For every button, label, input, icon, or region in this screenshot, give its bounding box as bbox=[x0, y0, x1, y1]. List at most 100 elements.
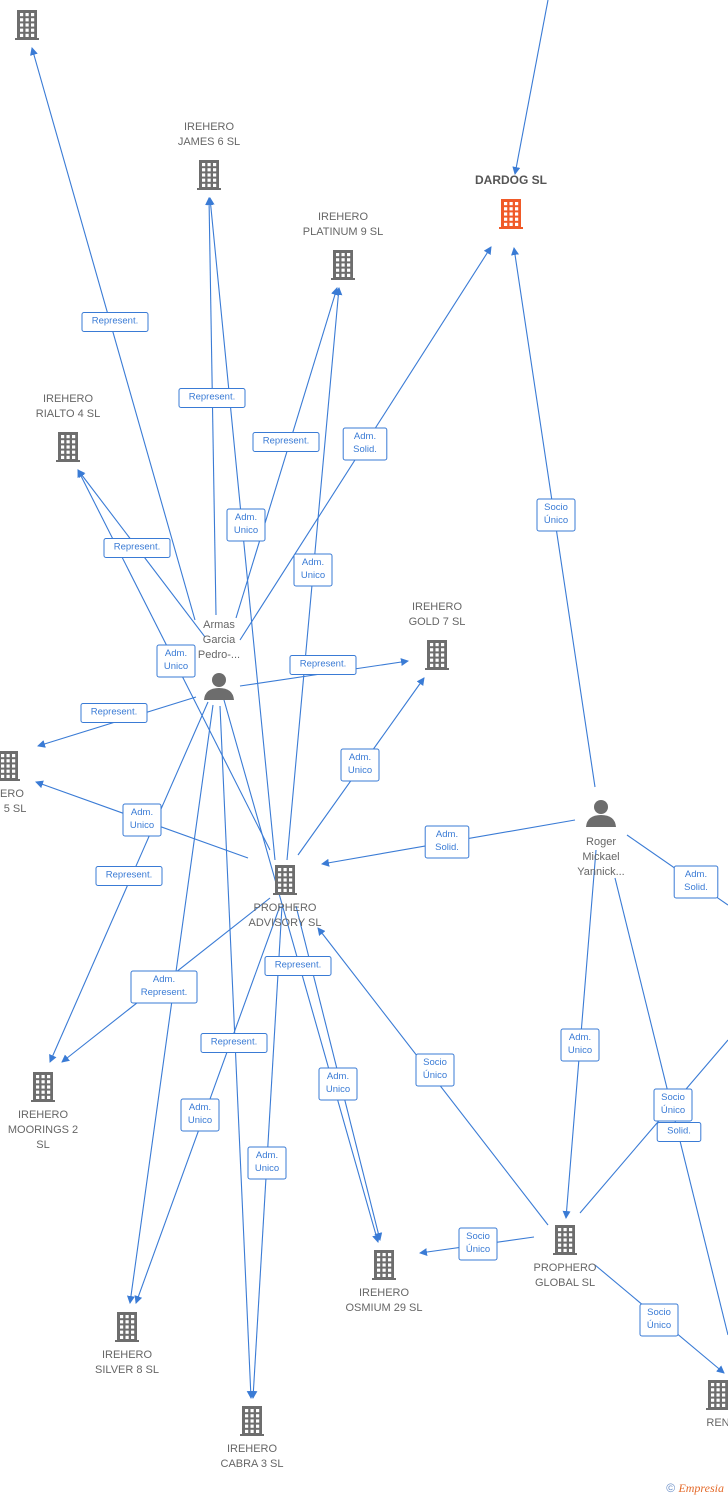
building-window bbox=[36, 1095, 40, 1099]
edge-label[interactable]: Represent. bbox=[103, 538, 171, 558]
edge-label[interactable]: Adm.Represent. bbox=[130, 970, 198, 1004]
building-window bbox=[558, 1238, 562, 1242]
edge-label-text: Represent. bbox=[92, 316, 138, 327]
edge-label[interactable]: Represent. bbox=[252, 432, 320, 452]
building-base bbox=[31, 1100, 55, 1102]
node-label: Pedro-... bbox=[198, 649, 240, 661]
building-window bbox=[711, 1393, 715, 1397]
building-window bbox=[20, 28, 24, 32]
building-window bbox=[382, 1253, 386, 1257]
building-window bbox=[382, 1263, 386, 1267]
edge-label[interactable]: Adm.Unico bbox=[156, 644, 196, 678]
building-window bbox=[202, 183, 206, 187]
edge-label[interactable]: Adm.Unico bbox=[560, 1028, 600, 1062]
building-window bbox=[515, 222, 519, 226]
building-window bbox=[569, 1228, 573, 1232]
building-window bbox=[430, 648, 434, 652]
node-label: OSMIUM 29 SL bbox=[345, 1302, 422, 1314]
edge-label-text: Socio bbox=[466, 1231, 490, 1242]
node-label: IN 5 SL bbox=[0, 803, 26, 815]
node-left_partial[interactable]: HEROIN 5 SL bbox=[0, 751, 26, 815]
building-window bbox=[6, 769, 10, 773]
edge-label[interactable]: Adm.Unico bbox=[318, 1067, 358, 1101]
building-window bbox=[569, 1248, 573, 1252]
building-window bbox=[347, 268, 351, 272]
edge-label[interactable]: Represent. bbox=[178, 388, 246, 408]
node-roger[interactable]: RogerMickaelYannick... bbox=[577, 800, 625, 878]
building-window bbox=[388, 1258, 392, 1262]
edge-label-text: Único bbox=[466, 1244, 490, 1255]
node-armas[interactable]: ArmasGarciaPedro-... bbox=[198, 619, 240, 700]
edge-label[interactable]: Solid. bbox=[656, 1122, 702, 1142]
edge-label-box bbox=[639, 1303, 679, 1337]
edge-label[interactable]: Represent. bbox=[80, 703, 148, 723]
edge-label[interactable]: Represent. bbox=[95, 866, 163, 886]
edge-label-box bbox=[103, 538, 171, 558]
edge-label[interactable]: Adm.Unico bbox=[293, 553, 333, 587]
edge-label[interactable]: Adm.Solid. bbox=[673, 865, 719, 899]
node-label: IREHERO bbox=[227, 1443, 278, 1455]
building-window bbox=[41, 1095, 45, 1099]
edge-label[interactable]: Represent. bbox=[81, 312, 149, 332]
building-window bbox=[41, 1090, 45, 1094]
building-window bbox=[20, 13, 24, 17]
building-window bbox=[207, 163, 211, 167]
edge-label[interactable]: Adm.Unico bbox=[226, 508, 266, 542]
edge-label[interactable]: Adm.Solid. bbox=[424, 825, 470, 859]
building-window bbox=[20, 33, 24, 37]
edge-label[interactable]: Represent. bbox=[264, 956, 332, 976]
building-icon bbox=[372, 1250, 396, 1280]
building-window bbox=[716, 1398, 720, 1402]
building-window bbox=[347, 258, 351, 262]
edge-label[interactable]: Adm.Unico bbox=[247, 1146, 287, 1180]
building-icon bbox=[499, 199, 523, 229]
building-window bbox=[347, 273, 351, 277]
edge-label-text: Unico bbox=[348, 765, 372, 776]
node-top_left_company[interactable] bbox=[15, 10, 39, 40]
edge-label-text: Único bbox=[647, 1320, 671, 1331]
edge-label[interactable]: Adm.Solid. bbox=[342, 427, 388, 461]
building-window bbox=[250, 1424, 254, 1428]
building-window bbox=[66, 445, 70, 449]
building-window bbox=[430, 663, 434, 667]
building-window bbox=[441, 643, 445, 647]
building-window bbox=[515, 217, 519, 221]
node-ren_partial[interactable]: REN bbox=[706, 1380, 728, 1429]
edge-label[interactable]: Adm.Unico bbox=[340, 748, 380, 782]
building-window bbox=[47, 1075, 51, 1079]
edge-line bbox=[579, 1039, 728, 1214]
building-window bbox=[563, 1228, 567, 1232]
building-window bbox=[1, 759, 5, 763]
building-window bbox=[283, 883, 287, 887]
building-window bbox=[377, 1273, 381, 1277]
edge-label-text: Represent. bbox=[106, 870, 152, 881]
edge-label[interactable]: Represent. bbox=[200, 1033, 268, 1053]
edge-label-text: Solid. bbox=[435, 842, 459, 853]
node-label: GOLD 7 SL bbox=[409, 616, 466, 628]
edge-label-text: Único bbox=[661, 1105, 685, 1116]
edge-label[interactable]: Adm.Unico bbox=[180, 1098, 220, 1132]
edge-label-text: Solid. bbox=[684, 882, 708, 893]
building-window bbox=[341, 273, 345, 277]
node-dardog[interactable]: DARDOG SL bbox=[475, 173, 547, 229]
edge-label[interactable]: Adm.Unico bbox=[122, 803, 162, 837]
building-window bbox=[569, 1238, 573, 1242]
building-window bbox=[31, 23, 35, 27]
edge-label-box bbox=[415, 1053, 455, 1087]
edge-label[interactable]: Represent. bbox=[289, 655, 357, 675]
